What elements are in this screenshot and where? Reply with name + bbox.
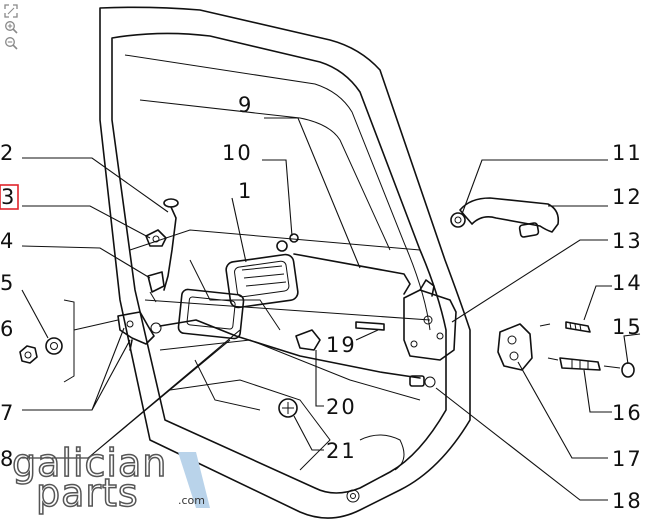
callout-18[interactable]: 18 [612, 489, 643, 513]
callout-label-11[interactable]: 11 [612, 141, 643, 165]
part-14-screw [565, 321, 591, 333]
callout-13[interactable]: 13 [612, 229, 643, 253]
zoom-out-icon[interactable] [4, 36, 18, 50]
callout-label-16[interactable]: 16 [612, 401, 643, 425]
galicianparts-watermark: galician parts .com [11, 440, 210, 516]
part-5-washer [45, 337, 63, 355]
callout-14[interactable]: 14 [612, 271, 643, 295]
watermark-accent-shape [178, 452, 210, 508]
watermark-line-1: galician [12, 441, 167, 485]
callout-label-15[interactable]: 15 [612, 315, 643, 339]
part-16-striker-pin [559, 357, 601, 371]
watermark-suffix: .com [178, 494, 205, 507]
part-13-lock [403, 279, 457, 361]
callout-8[interactable]: 8 [0, 447, 15, 471]
callout-16[interactable]: 16 [612, 401, 643, 425]
part-10-rod-clip [276, 233, 299, 252]
callout-label-3[interactable]: 3 [1, 185, 16, 209]
callout-10[interactable]: 10 [222, 141, 253, 165]
callout-5[interactable]: 5 [0, 271, 15, 295]
callout-label-9[interactable]: 9 [238, 93, 253, 117]
callout-4[interactable]: 4 [0, 229, 15, 253]
callout-11[interactable]: 11 [612, 141, 643, 165]
callout-17[interactable]: 17 [612, 447, 643, 471]
callout-7[interactable]: 7 [0, 401, 15, 425]
callout-2[interactable]: 2 [0, 141, 15, 165]
callout-label-4[interactable]: 4 [0, 229, 15, 253]
part-8-bezel [177, 288, 245, 340]
callout-label-8[interactable]: 8 [0, 447, 15, 471]
callout-12[interactable]: 12 [612, 185, 643, 209]
part-17-striker [497, 323, 533, 371]
part-7-lever [63, 299, 421, 383]
callout-label-1[interactable]: 1 [238, 179, 253, 203]
callout-1[interactable]: 1 [238, 179, 253, 203]
part-6-nut [19, 345, 38, 364]
callout-20[interactable]: 20 [326, 395, 357, 419]
watermark-line-2: parts [36, 471, 139, 515]
part-20-clip [295, 329, 321, 351]
part-18-clip [409, 375, 436, 388]
callout-label-7[interactable]: 7 [0, 401, 15, 425]
part-21-grommet [278, 398, 298, 418]
callout-19[interactable]: 19 [326, 333, 357, 357]
callout-label-12[interactable]: 12 [612, 185, 643, 209]
callout-label-10[interactable]: 10 [222, 141, 253, 165]
callout-label-21[interactable]: 21 [326, 439, 357, 463]
callout-label-13[interactable]: 13 [612, 229, 643, 253]
callout-label-5[interactable]: 5 [0, 271, 15, 295]
callout-label-19[interactable]: 19 [326, 333, 357, 357]
callout-9[interactable]: 9 [238, 93, 253, 117]
callout-label-14[interactable]: 14 [612, 271, 643, 295]
leader-lines [21, 117, 641, 501]
part-3-rod-clip [145, 229, 167, 247]
callout-label-20[interactable]: 20 [326, 395, 357, 419]
part-11-12-exterior-handle [450, 197, 560, 238]
part-15-washer [621, 362, 635, 378]
callout-6[interactable]: 6 [0, 317, 15, 341]
part-1-inner-handle [225, 253, 299, 309]
selected-callout-highlight [0, 184, 19, 210]
part-4-clip [147, 271, 165, 303]
part-2-lock-rod [163, 198, 179, 291]
part-19-bolt [355, 321, 385, 331]
callout-label-6[interactable]: 6 [0, 317, 15, 341]
callout-21[interactable]: 21 [326, 439, 357, 463]
part-9-rod [293, 253, 411, 295]
callout-label-17[interactable]: 17 [612, 447, 643, 471]
callout-15[interactable]: 15 [612, 315, 643, 339]
viewer-toolbar [4, 4, 20, 52]
callout-label-2[interactable]: 2 [0, 141, 15, 165]
zoom-in-icon[interactable] [4, 20, 18, 34]
fullscreen-icon[interactable] [4, 4, 18, 18]
callout-label-18[interactable]: 18 [612, 489, 643, 513]
door-frame [99, 6, 471, 519]
callout-3[interactable]: 3 [0, 184, 19, 210]
